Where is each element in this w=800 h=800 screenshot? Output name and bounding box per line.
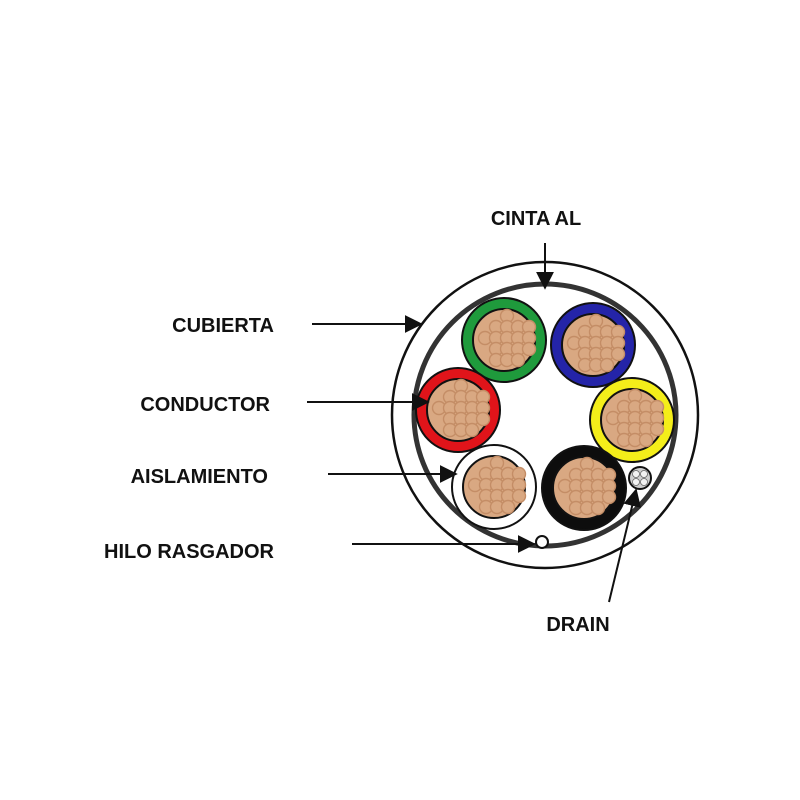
conductor-blue <box>550 302 636 388</box>
copper-strand <box>601 489 617 505</box>
copper-strand <box>638 432 654 448</box>
label-cubierta: CUBIERTA <box>172 315 274 337</box>
conductor-black <box>541 445 627 531</box>
conductor-red <box>415 367 501 453</box>
conductor-green <box>461 297 547 383</box>
copper-strand <box>610 346 626 362</box>
copper-strand <box>599 357 615 373</box>
drain-wire <box>628 466 652 490</box>
copper-strand <box>521 341 537 357</box>
copper-strand <box>475 411 491 427</box>
rip-cord <box>535 535 549 549</box>
copper-strand <box>510 352 526 368</box>
copper-strand <box>511 488 527 504</box>
conductor-yellow <box>589 377 675 463</box>
label-aislamiento: AISLAMIENTO <box>131 466 268 488</box>
label-hilo-rasgador: HILO RASGADOR <box>104 541 275 563</box>
label-cinta-al: CINTA AL <box>491 208 581 230</box>
copper-strand <box>464 422 480 438</box>
copper-strand <box>590 500 606 516</box>
label-drain: DRAIN <box>546 614 609 636</box>
label-conductor: CONDUCTOR <box>140 394 270 416</box>
conductors-group <box>415 297 675 531</box>
copper-strand <box>649 421 665 437</box>
copper-strand <box>500 499 516 515</box>
conductor-white <box>451 444 537 530</box>
leader-drain <box>608 488 641 603</box>
